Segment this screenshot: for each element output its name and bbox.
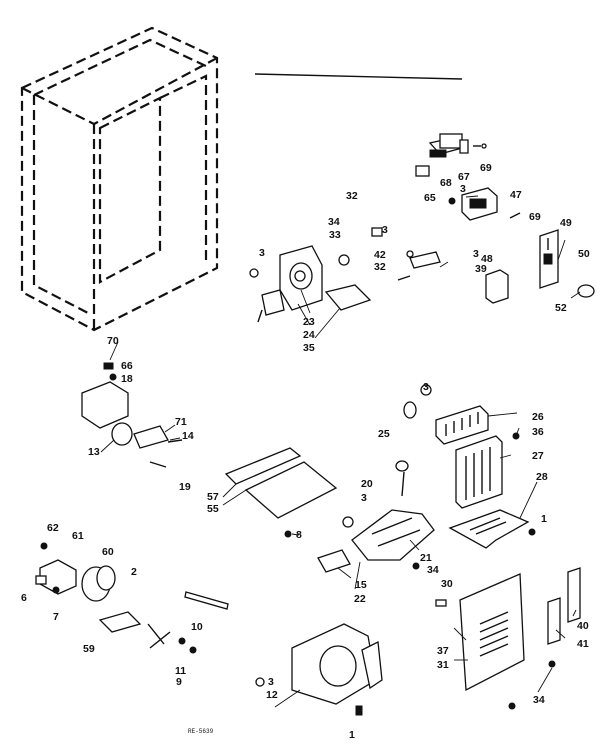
callout-label: 35 (303, 342, 315, 354)
callout-label: 47 (510, 189, 522, 201)
condenser-fan-bracket (81, 362, 183, 468)
callout-label: 23 (303, 316, 315, 328)
callout-label: 36 (532, 426, 544, 438)
callout-label: 52 (555, 302, 567, 314)
callout-label: 28 (536, 471, 548, 483)
callout-label: 22 (354, 593, 366, 605)
separator-line (254, 73, 463, 80)
callout-label: 19 (179, 481, 191, 493)
callout-label: 34 (533, 694, 545, 706)
callout-label: 3 (361, 492, 367, 504)
callout-label: 21 (420, 552, 432, 564)
control-assembly-47 (448, 187, 521, 221)
grille-assembly (403, 384, 520, 445)
leader-lines (100, 195, 581, 708)
bracket-assembly-49-50 (485, 229, 595, 304)
callout-label: 18 (121, 373, 133, 385)
callout-label: 14 (182, 430, 194, 442)
callout-label: 41 (577, 638, 589, 650)
callout-label: 69 (480, 162, 492, 174)
damper-bracket-parts (415, 133, 487, 177)
callout-label: 62 (47, 522, 59, 534)
callout-label: 27 (532, 450, 544, 462)
callout-label: 48 (481, 253, 493, 265)
callout-label: 10 (191, 621, 203, 633)
callout-label: 33 (329, 229, 341, 241)
cabinet-outline (20, 26, 219, 332)
callout-label: 3 (268, 676, 274, 688)
access-panel (435, 567, 581, 710)
callout-label: 11 (175, 665, 186, 677)
callout-label: 24 (303, 329, 315, 341)
callout-label: 39 (475, 263, 487, 275)
callout-label: 71 (175, 416, 187, 428)
callout-label: 31 (437, 659, 449, 671)
callout-label: 1 (349, 729, 355, 741)
callout-label: 65 (424, 192, 436, 204)
drain-tray-assembly (317, 460, 435, 573)
callout-label: 3 (382, 224, 388, 236)
callout-label: 49 (560, 217, 572, 229)
callout-label: 13 (88, 446, 100, 458)
callout-label: 7 (53, 611, 59, 623)
evaporator-fan-shroud (249, 227, 441, 323)
callout-label: 26 (532, 411, 544, 423)
callout-label: 69 (529, 211, 541, 223)
callout-label: 12 (266, 689, 278, 701)
air-duct-assembly (448, 435, 536, 549)
callout-label: 3 (259, 247, 265, 259)
drawing-code: RE-5639 (188, 728, 214, 735)
callout-label: 30 (441, 578, 453, 590)
callout-label: 59 (83, 643, 95, 655)
callout-label: 40 (577, 620, 589, 632)
fan-housing (255, 623, 383, 716)
callout-label: 67 (458, 171, 470, 183)
callout-label: 37 (437, 645, 449, 657)
rod-part-10 (178, 591, 229, 654)
callout-label: 15 (355, 579, 367, 591)
callout-label: 20 (361, 478, 373, 490)
callout-label: 2 (131, 566, 137, 578)
callout-label: 66 (121, 360, 133, 372)
callout-label: 8 (296, 529, 302, 541)
callout-label: 34 (328, 216, 340, 228)
callout-label: 3 (423, 381, 429, 393)
callout-labels: 70 66 18 71 14 13 19 57 55 8 62 61 60 2 … (21, 162, 590, 741)
callout-label: 32 (374, 261, 386, 273)
callout-label: 6 (21, 592, 27, 604)
callout-label: 60 (102, 546, 114, 558)
callout-label: 68 (440, 177, 452, 189)
callout-label: 25 (378, 428, 390, 440)
callout-label: 3 (473, 248, 479, 260)
callout-label: 55 (207, 503, 219, 515)
callout-label: 70 (107, 335, 119, 347)
callout-label: 32 (346, 190, 358, 202)
defrost-timer-assembly (35, 542, 171, 649)
callout-label: 61 (72, 530, 84, 542)
callout-label: 9 (176, 676, 182, 688)
shelf-panel (224, 447, 338, 538)
callout-label: 42 (374, 249, 386, 261)
callout-label: 1 (541, 513, 547, 525)
callout-label: 50 (578, 248, 590, 260)
callout-label: 3 (460, 183, 466, 195)
callout-label: 34 (427, 564, 439, 576)
callout-label: 57 (207, 491, 219, 503)
